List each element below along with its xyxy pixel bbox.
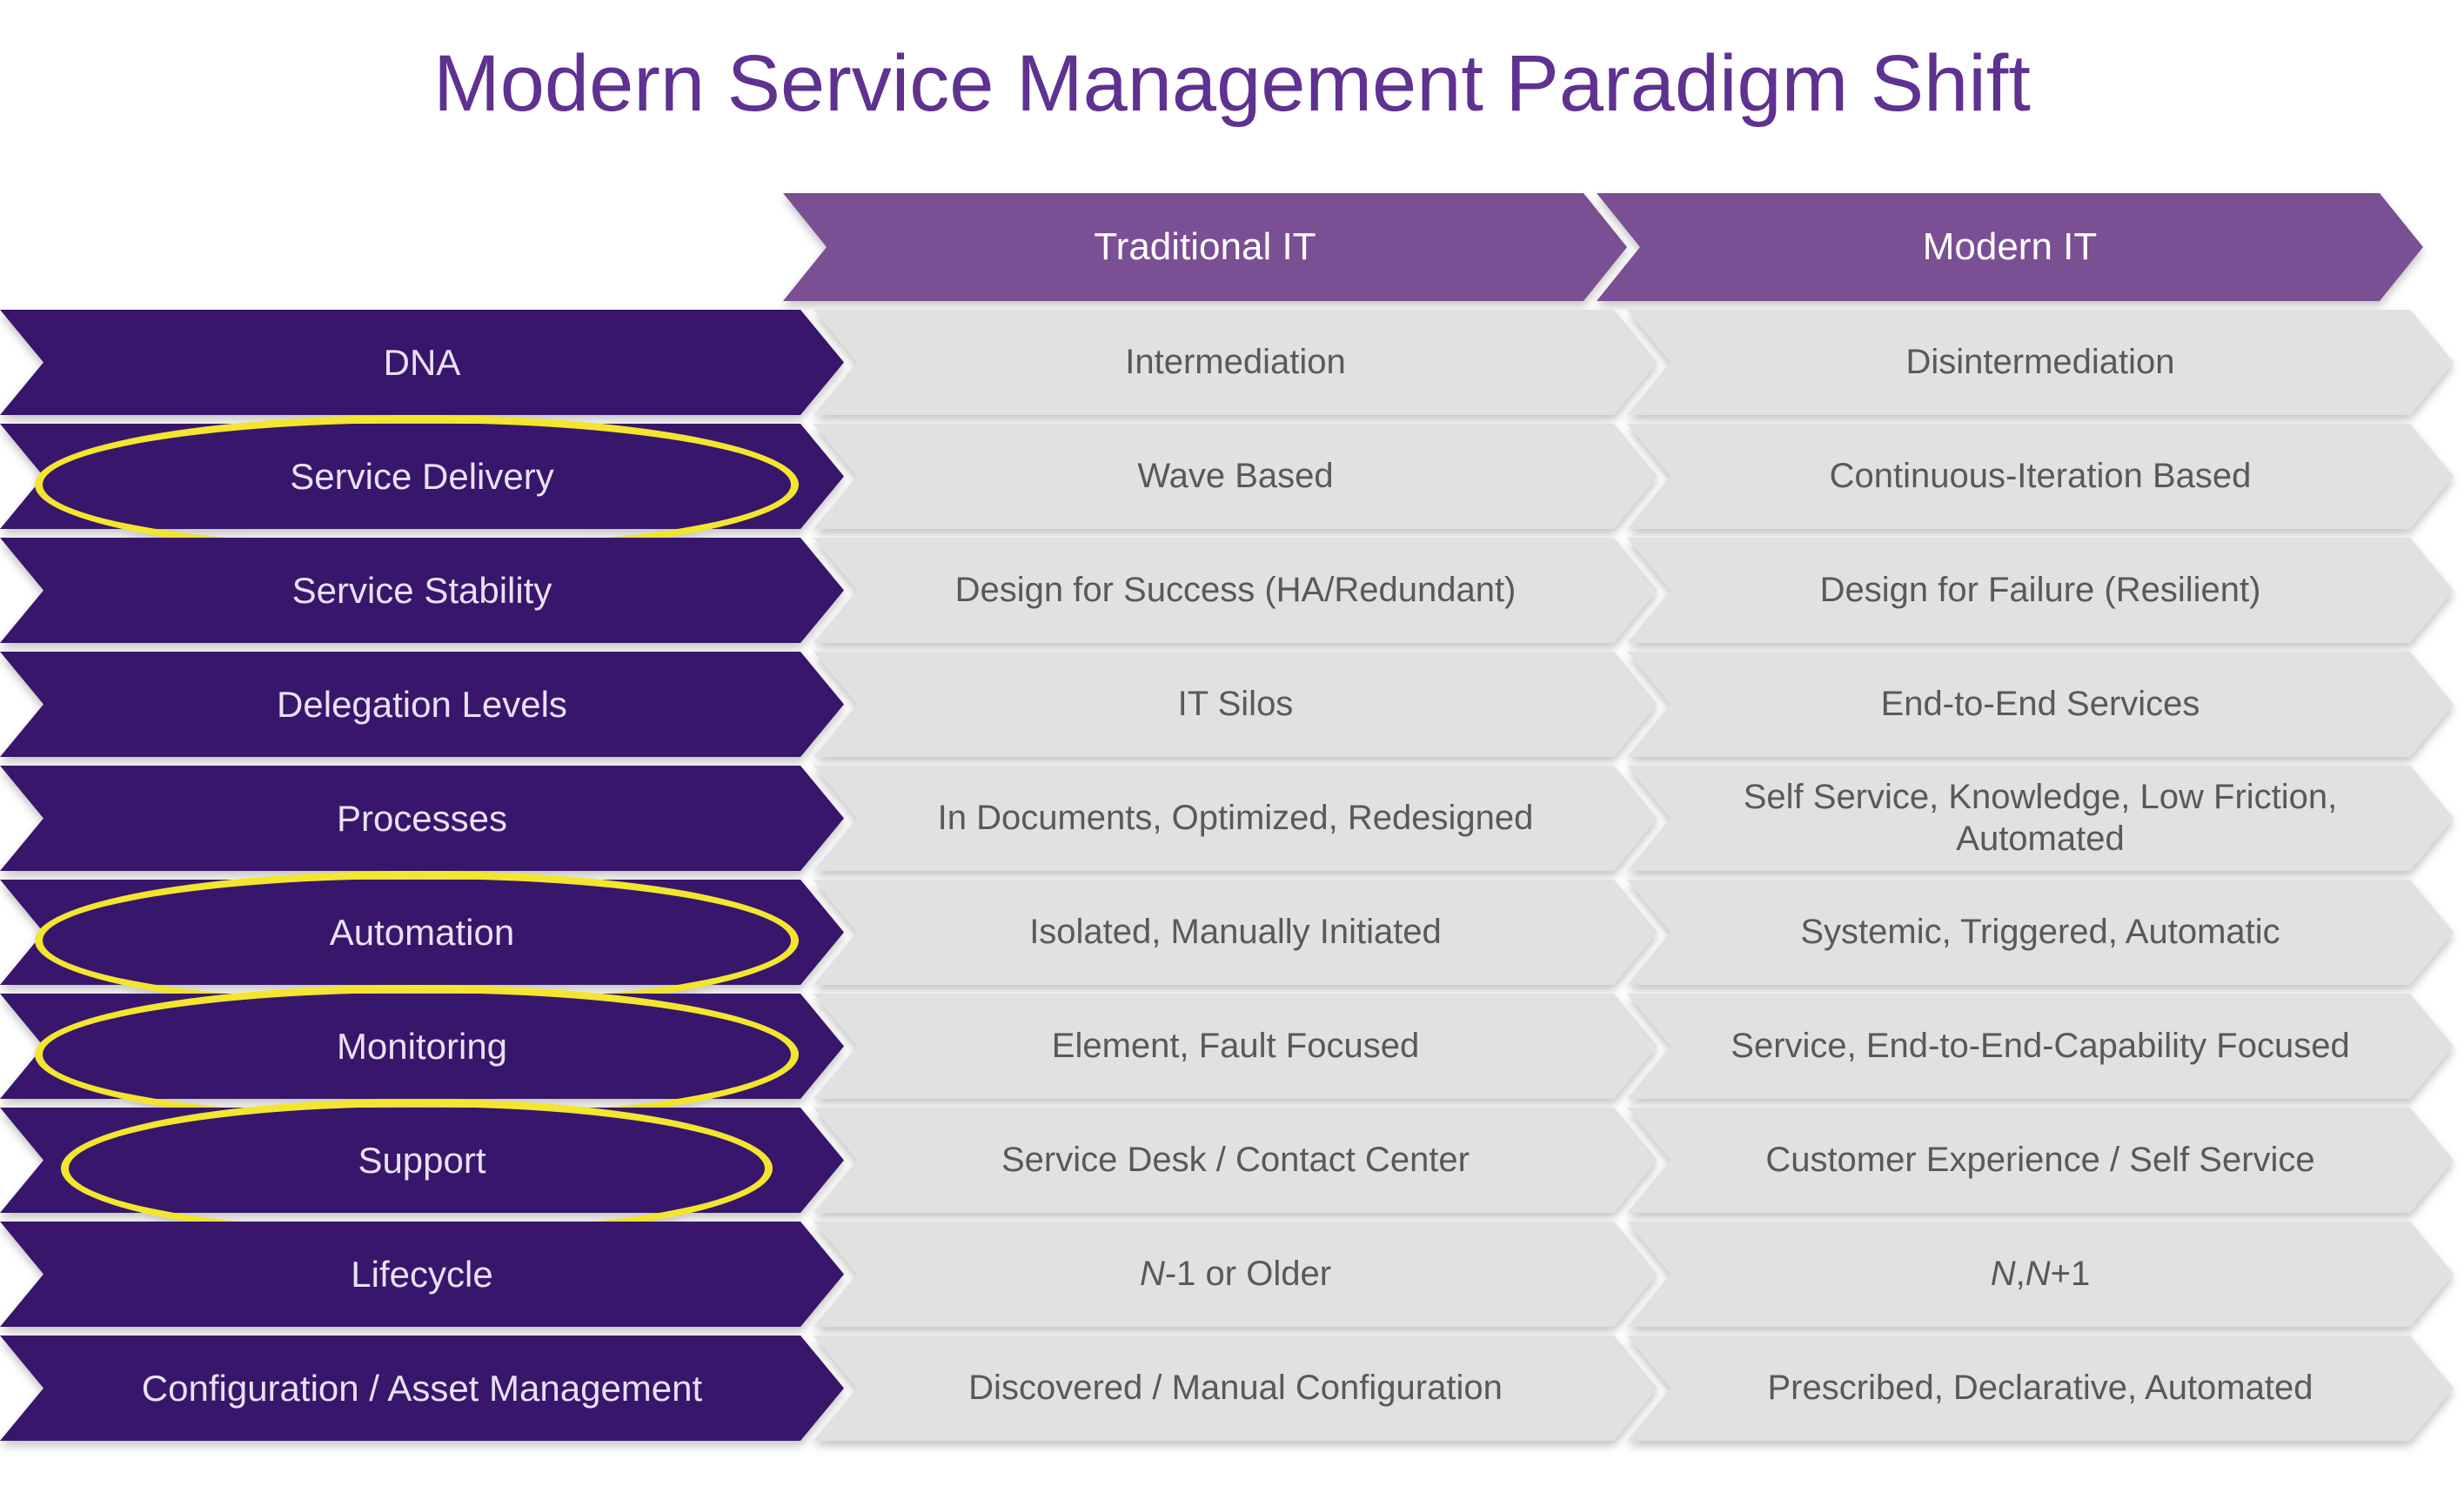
header-row: Traditional IT Modern IT: [0, 193, 2464, 301]
row-label-cell: Automation: [0, 880, 844, 985]
row-label-cell-wrap: Configuration / Asset Management: [0, 1336, 844, 1441]
modern-cell-wrap: Service, End-to-End-Capability Focused: [1627, 994, 2454, 1099]
modern-cell: Continuous-Iteration Based: [1627, 424, 2454, 529]
modern-cell: Prescribed, Declarative, Automated: [1627, 1336, 2454, 1441]
row-label-cell: Monitoring: [0, 994, 844, 1099]
row-label-cell-wrap: Processes: [0, 766, 844, 871]
row-label-cell: Support: [0, 1108, 844, 1213]
header-spacer: [0, 193, 814, 301]
traditional-cell: Isolated, Manually Initiated: [814, 880, 1657, 985]
modern-cell: N, N+1: [1627, 1222, 2454, 1327]
row-label-cell-wrap: Lifecycle: [0, 1222, 844, 1327]
traditional-cell-wrap: Discovered / Manual Configuration: [814, 1336, 1657, 1441]
page-title: Modern Service Management Paradigm Shift: [433, 39, 2031, 128]
row-label-cell: Delegation Levels: [0, 652, 844, 757]
modern-cell-wrap: Disintermediation: [1627, 310, 2454, 415]
modern-cell: End-to-End Services: [1627, 652, 2454, 757]
modern-cell-wrap: End-to-End Services: [1627, 652, 2454, 757]
traditional-cell: Intermediation: [814, 310, 1657, 415]
modern-cell: Customer Experience / Self Service: [1627, 1108, 2454, 1213]
modern-cell-wrap: Prescribed, Declarative, Automated: [1627, 1336, 2454, 1441]
modern-cell: Design for Failure (Resilient): [1627, 538, 2454, 643]
traditional-cell-wrap: IT Silos: [814, 652, 1657, 757]
modern-cell: Systemic, Triggered, Automatic: [1627, 880, 2454, 985]
modern-cell-wrap: Self Service, Knowledge, Low Friction, A…: [1627, 766, 2454, 871]
row-label-cell-wrap: Support: [0, 1099, 844, 1238]
traditional-cell-wrap: In Documents, Optimized, Redesigned: [814, 766, 1657, 871]
modern-cell-wrap: Design for Failure (Resilient): [1627, 538, 2454, 643]
traditional-cell: Design for Success (HA/Redundant): [814, 538, 1657, 643]
row-label-cell-wrap: Automation: [0, 871, 844, 1010]
row-label-cell: Service Stability: [0, 538, 844, 643]
row-label-cell: Service Delivery: [0, 424, 844, 529]
column-header-modern: Modern IT: [1597, 193, 2423, 301]
traditional-cell-wrap: Intermediation: [814, 310, 1657, 415]
traditional-cell-wrap: Isolated, Manually Initiated: [814, 880, 1657, 985]
traditional-cell: Wave Based: [814, 424, 1657, 529]
modern-cell: Service, End-to-End-Capability Focused: [1627, 994, 2454, 1099]
row-label-cell-wrap: Service Stability: [0, 538, 844, 643]
row-label-cell: DNA: [0, 310, 844, 415]
traditional-cell-wrap: Service Desk / Contact Center: [814, 1108, 1657, 1213]
modern-cell: Disintermediation: [1627, 310, 2454, 415]
row-label-cell-wrap: Monitoring: [0, 985, 844, 1124]
traditional-cell-wrap: N-1 or Older: [814, 1222, 1657, 1327]
column-header-traditional: Traditional IT: [783, 193, 1627, 301]
modern-cell-wrap: N, N+1: [1627, 1222, 2454, 1327]
modern-cell-wrap: Continuous-Iteration Based: [1627, 424, 2454, 529]
traditional-cell: Service Desk / Contact Center: [814, 1108, 1657, 1213]
row-label-cell-wrap: Service Delivery: [0, 415, 844, 554]
column-header-traditional-wrap: Traditional IT: [783, 193, 1627, 301]
modern-cell-wrap: Customer Experience / Self Service: [1627, 1108, 2454, 1213]
row-label-cell: Configuration / Asset Management: [0, 1336, 844, 1441]
column-header-modern-wrap: Modern IT: [1597, 193, 2423, 301]
modern-cell-wrap: Systemic, Triggered, Automatic: [1627, 880, 2454, 985]
row-label-cell-wrap: Delegation Levels: [0, 652, 844, 757]
traditional-cell: In Documents, Optimized, Redesigned: [814, 766, 1657, 871]
traditional-cell: N-1 or Older: [814, 1222, 1657, 1327]
row-label-cell: Lifecycle: [0, 1222, 844, 1327]
traditional-cell-wrap: Wave Based: [814, 424, 1657, 529]
row-label-cell: Processes: [0, 766, 844, 871]
traditional-cell-wrap: Element, Fault Focused: [814, 994, 1657, 1099]
traditional-cell: IT Silos: [814, 652, 1657, 757]
traditional-cell: Discovered / Manual Configuration: [814, 1336, 1657, 1441]
modern-cell: Self Service, Knowledge, Low Friction, A…: [1627, 766, 2454, 871]
row-label-cell-wrap: DNA: [0, 310, 844, 415]
traditional-cell: Element, Fault Focused: [814, 994, 1657, 1099]
traditional-cell-wrap: Design for Success (HA/Redundant): [814, 538, 1657, 643]
